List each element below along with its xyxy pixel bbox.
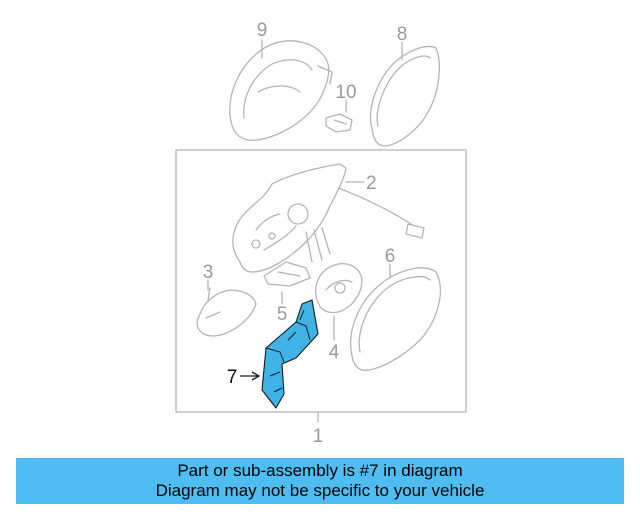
banner-line-1: Part or sub-assembly is #7 in diagram [177,461,463,480]
part-4-actuator [315,263,363,341]
part-7-highlighted-bracket [261,299,319,409]
callout-8: 8 [397,24,408,45]
banner-line-2: Diagram may not be specific to your vehi… [155,481,485,500]
part-3-lower-trim [196,279,257,337]
callout-4: 4 [329,342,340,363]
part-9-mirror-cover [229,39,333,142]
parts-diagram: 9 8 10 2 3 6 5 4 7 1 [175,20,467,447]
callout-10: 10 [335,82,356,103]
part-6-outer-cover [350,263,441,371]
part-10-clip [325,99,353,133]
callout-5: 5 [277,304,288,325]
callout-6: 6 [385,246,396,267]
callout-arrow-7 [240,371,261,381]
callout-9: 9 [257,20,268,41]
callout-7: 7 [227,367,238,388]
callout-1: 1 [313,426,324,447]
assembly-frame [175,149,467,413]
part-5-bracket [263,261,311,305]
part-2-mirror-housing [232,163,425,273]
part-8-mirror-glass [369,41,440,147]
callout-2: 2 [366,173,377,194]
info-banner: Part or sub-assembly is #7 in diagram Di… [16,458,624,504]
callout-3: 3 [203,262,214,283]
